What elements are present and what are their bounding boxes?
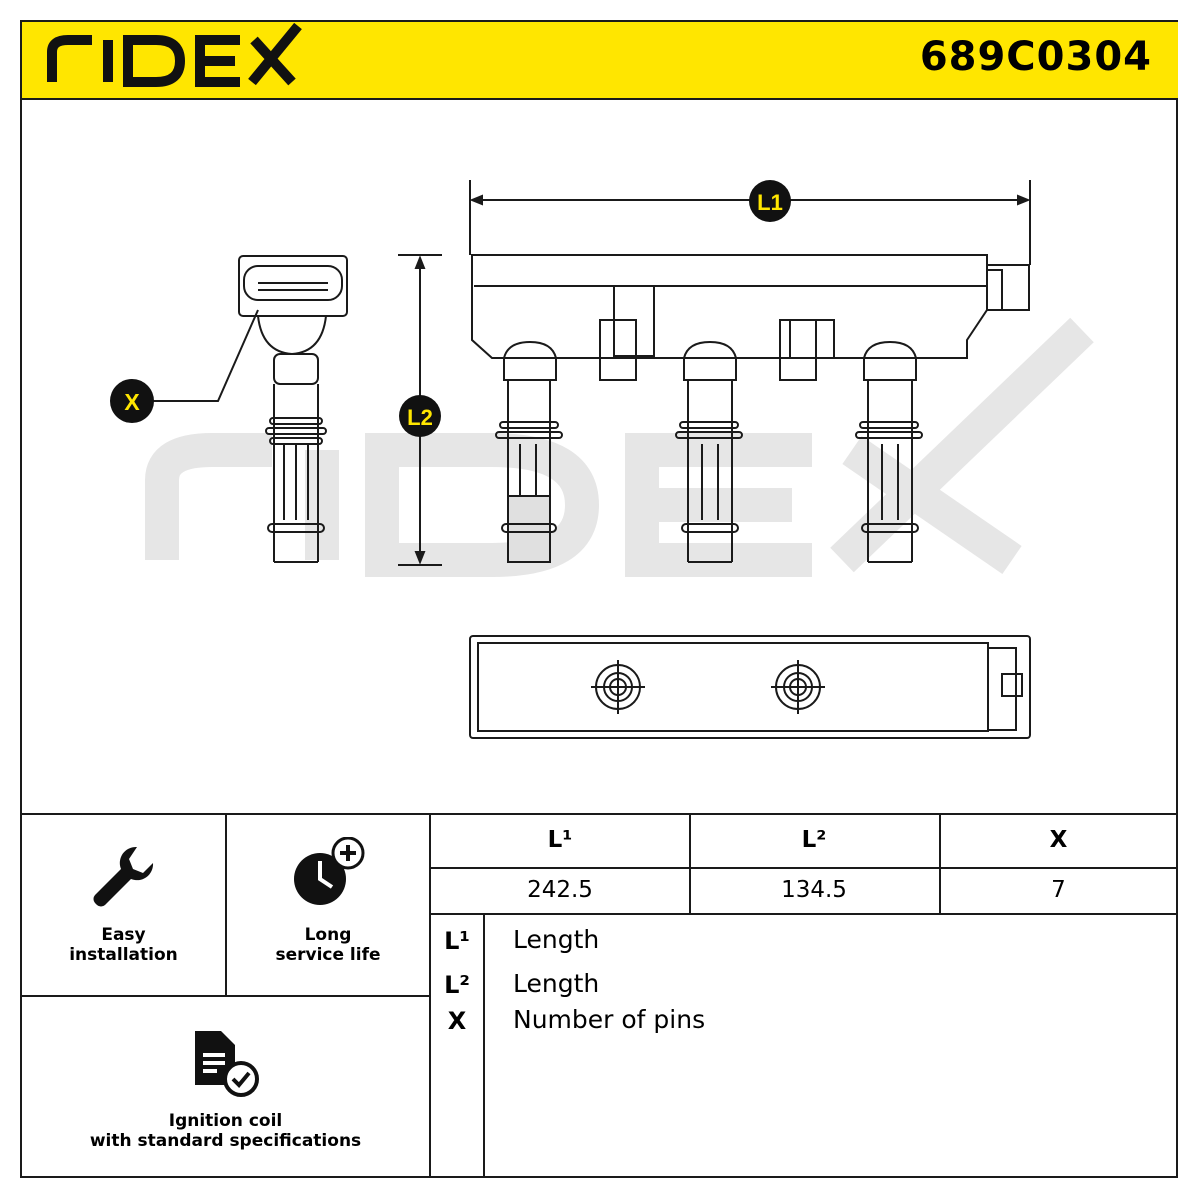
legend-symbol: L² [444, 971, 470, 999]
technical-drawing: L1 L2 X [22, 100, 1178, 813]
legend-divider [483, 913, 485, 1176]
part-number: 689C0304 [919, 34, 1152, 80]
front-view-coil-pack [471, 254, 1030, 563]
coil-diagram: L1 L2 X [110, 180, 1094, 739]
x-leader-line [150, 309, 259, 402]
value-l2: 134.5 [781, 877, 847, 903]
feature-long-service-life: Long service life [227, 813, 431, 997]
spec-table: L¹ L² X 242.5 134.5 7 [431, 813, 1178, 915]
table-col-divider [689, 813, 691, 913]
document-check-icon [194, 1031, 259, 1097]
ridex-logo [47, 22, 302, 87]
feature-standard-specifications: Ignition coil with standard specificatio… [22, 997, 431, 1176]
clock-plus-icon [294, 837, 365, 905]
legend-symbol: L¹ [444, 927, 470, 955]
legend-text: Length [513, 969, 600, 998]
svg-text:L2: L2 [407, 405, 433, 430]
header-x: X [1049, 827, 1068, 853]
svg-text:X: X [124, 389, 140, 415]
top-view-coil-pack [469, 635, 1031, 739]
header-l1: L¹ [547, 827, 573, 853]
side-view-coil [238, 255, 348, 563]
feature-label: Easy installation [69, 925, 178, 965]
marker-l2: L2 [399, 395, 441, 437]
feature-easy-installation: Easy installation [22, 813, 227, 997]
svg-text:L1: L1 [757, 190, 783, 215]
legend-text: Length [513, 925, 600, 954]
legend: L¹ Length L² Length X Number of pins [431, 913, 1178, 1176]
table-row-divider [431, 867, 1178, 869]
legend-symbol: X [447, 1007, 467, 1035]
marker-l1: L1 [749, 180, 791, 222]
table-col-divider [939, 813, 941, 913]
wrench-icon [92, 846, 153, 907]
legend-text: Number of pins [513, 1005, 706, 1034]
spec-section: Easy installation Long service life Igni… [22, 813, 1178, 1176]
table-bottom-divider [431, 913, 1178, 915]
marker-x: X [110, 379, 154, 423]
page-frame [20, 20, 1178, 1178]
dimension-l1 [469, 180, 1031, 265]
ridex-watermark [145, 317, 1094, 577]
divider [22, 813, 1178, 815]
value-x: 7 [1051, 877, 1066, 903]
feature-label: Long service life [275, 925, 381, 965]
header-l2: L² [801, 827, 827, 853]
value-l1: 242.5 [527, 877, 593, 903]
feature-label: Ignition coil with standard specificatio… [89, 1111, 362, 1151]
